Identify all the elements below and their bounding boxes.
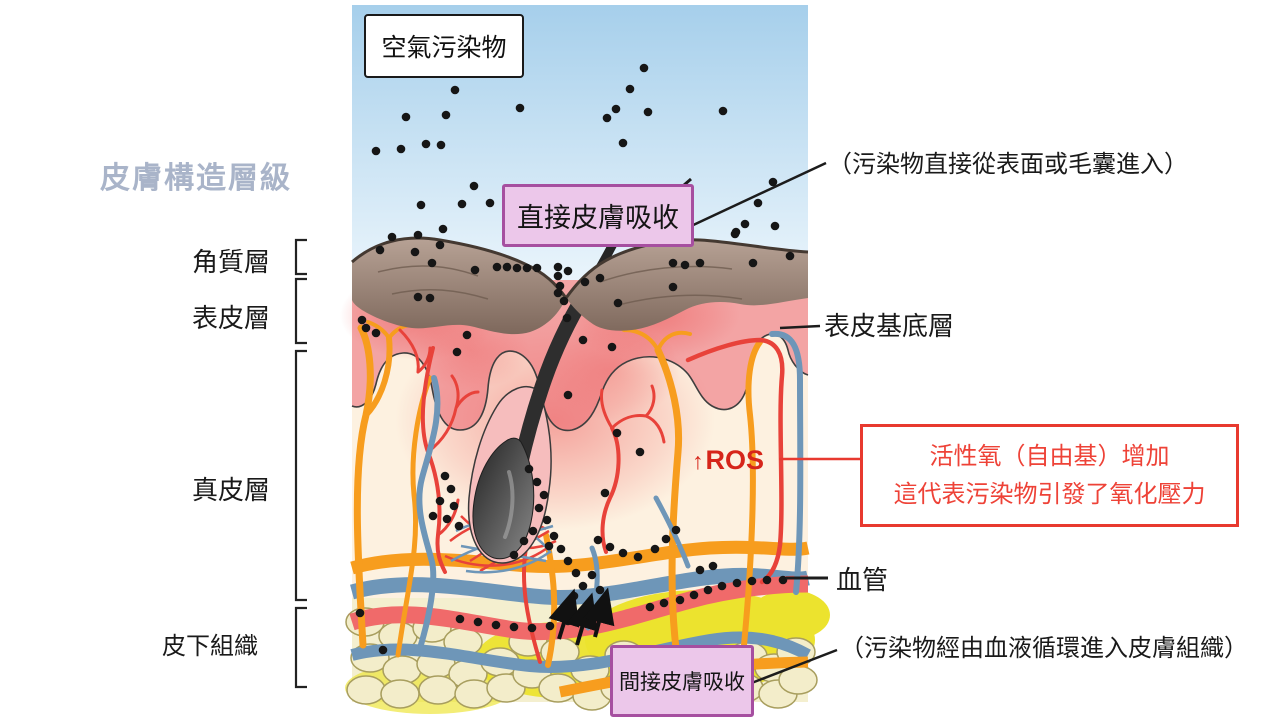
indirect-absorption-annotation: （污染物經由血液循環進入皮膚組織） xyxy=(840,635,1248,662)
indirect-absorption-box: 間接皮膚吸收 xyxy=(610,645,754,717)
stratum-corneum-layer xyxy=(351,236,809,335)
layer-label-stratum-corneum: 角質層 xyxy=(191,247,270,277)
layer-label-dermis: 真皮層 xyxy=(191,475,270,505)
direct-absorption-box: 直接皮膚吸收 xyxy=(502,184,694,247)
layer-label-epidermis: 表皮層 xyxy=(191,303,270,333)
ros-label: ↑ROS xyxy=(692,445,765,475)
ros-box-line1: 活性氧（自由基）增加 xyxy=(929,442,1170,470)
hair-bulb xyxy=(472,437,535,560)
direct-absorption-annotation: （污染物直接從表面或毛囊進入） xyxy=(828,151,1188,178)
connector-lines xyxy=(675,161,860,686)
blood-vessel-label: 血管 xyxy=(836,565,889,595)
ros-box-line2: 這代表污染物引發了氧化壓力 xyxy=(893,480,1206,508)
air-pollutants-box: 空氣污染物 xyxy=(364,14,524,78)
page-title: 皮膚構造層級 xyxy=(100,162,292,195)
penetration-arrows xyxy=(548,587,615,646)
indirect-absorption-label: 間接皮膚吸收 xyxy=(619,671,745,694)
direct-absorption-label: 直接皮膚吸收 xyxy=(517,203,679,233)
air-pollutants-label: 空氣污染物 xyxy=(381,34,507,62)
layer-brackets xyxy=(294,238,307,689)
layer-label-subcutis: 皮下組織 xyxy=(162,633,258,660)
pollutant-dots xyxy=(355,63,795,655)
basal-layer-label: 表皮基底層 xyxy=(824,311,955,341)
ros-up-arrow-icon: ↑ xyxy=(692,448,704,474)
ros-explanation-box: 活性氧（自由基）增加 這代表污染物引發了氧化壓力 xyxy=(860,424,1239,527)
